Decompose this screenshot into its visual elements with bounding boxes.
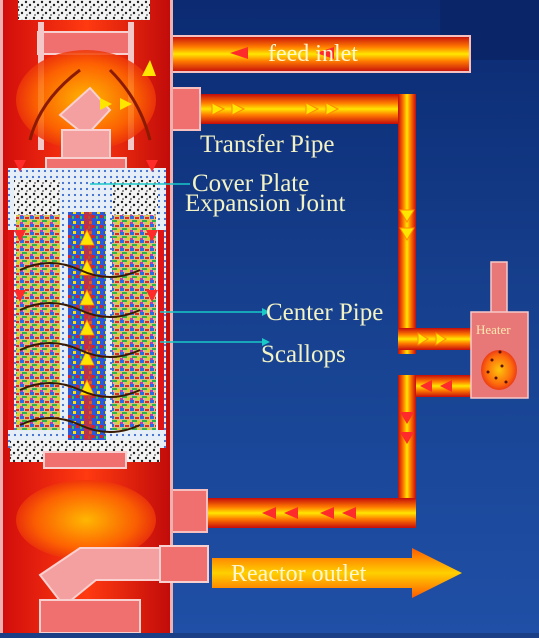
heater-label: Heater bbox=[476, 322, 511, 337]
feed-inlet-pipe bbox=[171, 35, 471, 73]
return-pipe bbox=[151, 375, 472, 533]
center-pipe-label: Center Pipe bbox=[266, 299, 384, 326]
pointer-lines bbox=[90, 183, 262, 343]
reactor-outlet-label: Reactor outlet bbox=[231, 561, 367, 587]
expansion-joint-label: Expansion Joint bbox=[185, 190, 346, 217]
reactor-outlet-arrow bbox=[212, 548, 462, 598]
scallops-label: Scallops bbox=[261, 341, 346, 368]
heater bbox=[470, 261, 529, 399]
transfer-pipe-label: Transfer Pipe bbox=[200, 131, 335, 158]
feed-inlet-label: feed inlet bbox=[268, 41, 358, 67]
reactor-vessel bbox=[0, 0, 209, 634]
cover-plate-label: Cover Plate bbox=[192, 170, 310, 197]
